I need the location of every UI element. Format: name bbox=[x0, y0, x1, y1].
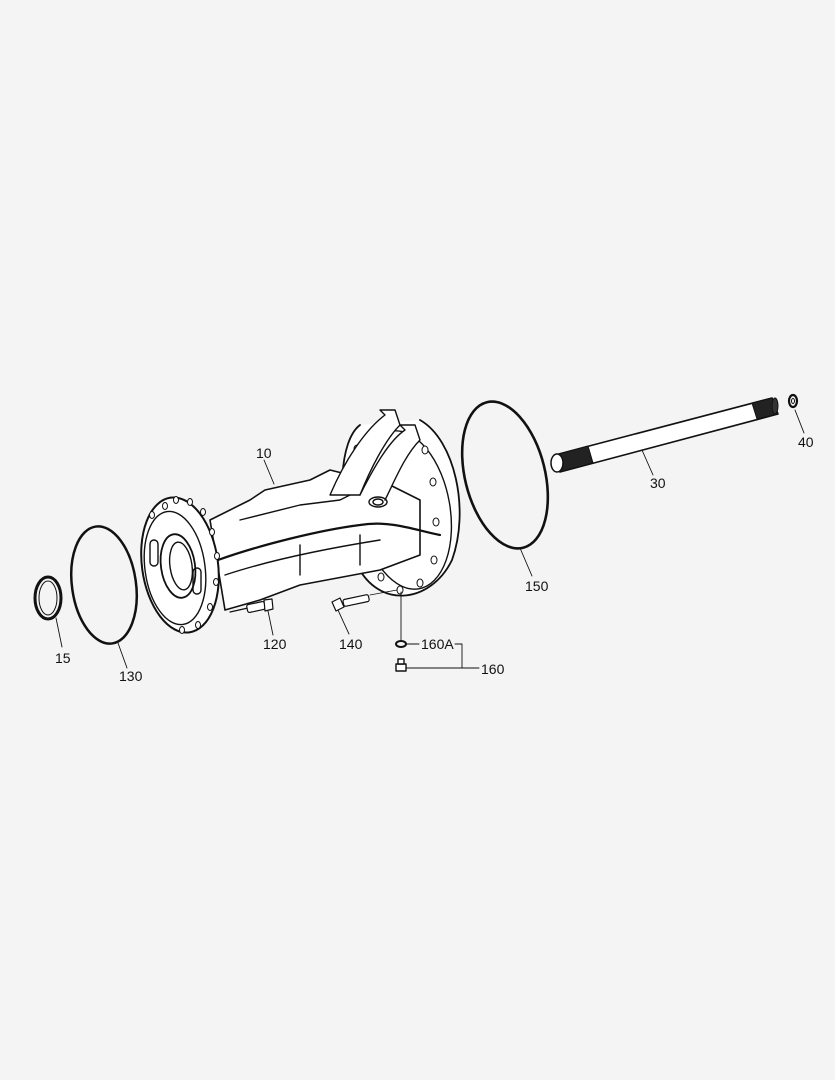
callout-40: 40 bbox=[798, 434, 814, 450]
callout-160: 160 bbox=[481, 661, 505, 677]
large-o-ring-part-130 bbox=[70, 525, 138, 645]
flange-o-ring-part-150 bbox=[460, 400, 550, 550]
axle-housing-part-10 bbox=[140, 409, 461, 634]
callout-15: 15 bbox=[55, 650, 71, 666]
washer-part-40 bbox=[787, 393, 799, 409]
callout-120: 120 bbox=[263, 636, 287, 652]
callout-10: 10 bbox=[256, 445, 272, 461]
callout-140: 140 bbox=[339, 636, 363, 652]
seal-washer-part-160A bbox=[395, 591, 407, 648]
bolt-part-140 bbox=[331, 589, 398, 612]
callout-150: 150 bbox=[525, 578, 549, 594]
plug-part-160 bbox=[395, 658, 407, 672]
leader-lines bbox=[55, 409, 805, 669]
axle-shaft-part-30 bbox=[550, 397, 779, 473]
callout-160A: 160A bbox=[421, 636, 454, 652]
callout-130: 130 bbox=[119, 668, 143, 684]
bolt-part-120 bbox=[229, 598, 274, 614]
callout-30: 30 bbox=[650, 475, 666, 491]
small-o-ring-part-15 bbox=[33, 575, 63, 621]
